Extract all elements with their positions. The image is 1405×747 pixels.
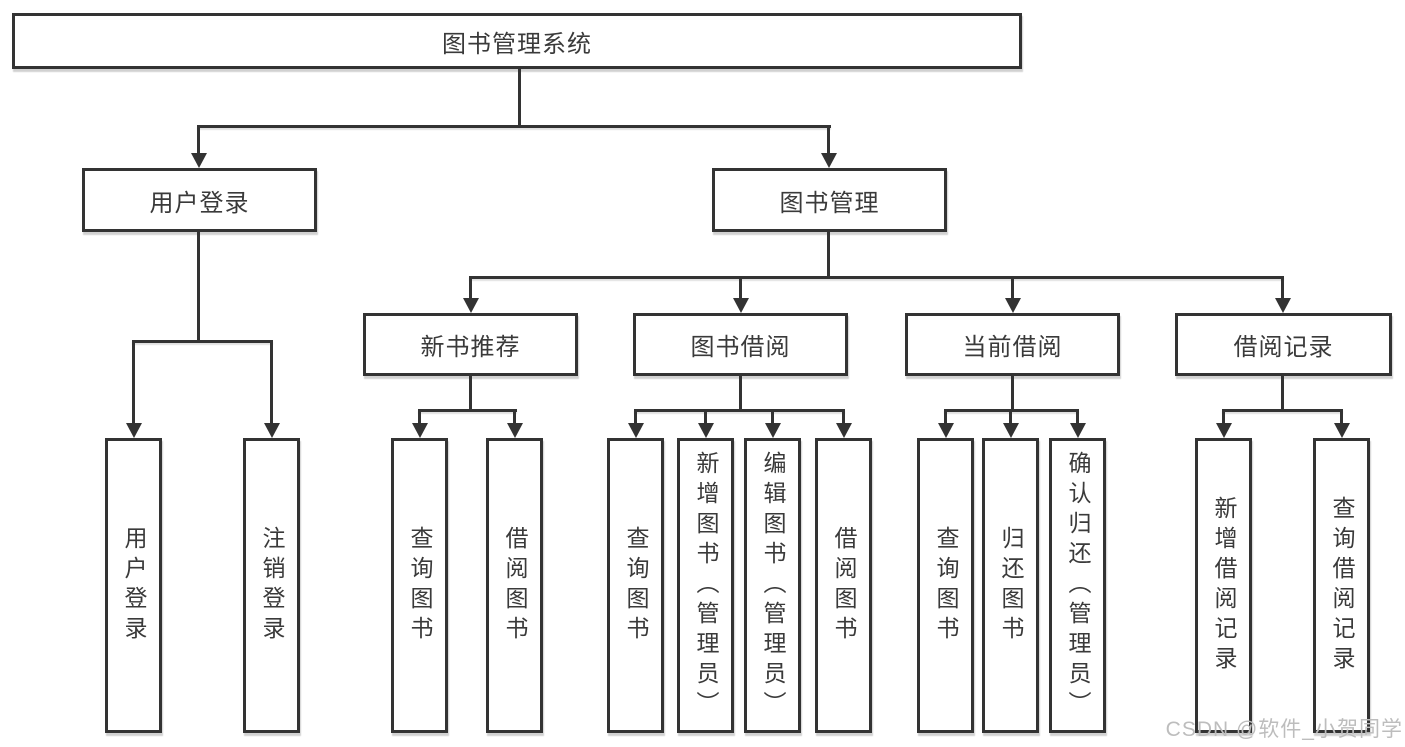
connector-user-login-stem	[197, 232, 200, 340]
connector-book-borrow-stem	[739, 376, 742, 409]
connector-book-management-stem	[827, 232, 830, 276]
leaf-nb-query-books-label: 查询图书	[407, 525, 433, 646]
leaf-nb-borrow-books-label: 借阅图书	[502, 525, 528, 646]
connector-leaf	[634, 409, 637, 423]
arrow-down-icon	[938, 423, 954, 438]
leaf-user-login-label: 用户登录	[121, 525, 147, 646]
leaf-bb-query-books-label: 查询图书	[623, 525, 649, 646]
leaf-nb-query-books: 查询图书	[391, 438, 448, 733]
arrow-down-icon	[836, 423, 852, 438]
arrow-down-icon	[698, 423, 714, 438]
leaf-cb-return-books-label: 归还图书	[998, 525, 1024, 646]
connector-leaf	[513, 409, 516, 423]
connector-to-borrow-records	[1281, 276, 1284, 298]
connector-leaf	[1076, 409, 1079, 423]
leaf-cb-return-books: 归还图书	[982, 438, 1039, 733]
leaf-bb-borrow-books-label: 借阅图书	[831, 525, 857, 646]
connector-to-user-login	[197, 125, 200, 153]
node-book-borrowing: 图书借阅	[633, 313, 848, 376]
leaf-cb-confirm-return-admin-label: 确认归还（管理员）	[1065, 450, 1091, 721]
leaf-bb-borrow-books: 借阅图书	[815, 438, 872, 733]
arrow-down-icon	[1070, 423, 1086, 438]
node-user-login: 用户登录	[82, 168, 317, 232]
connector-borrow-records-rail	[1222, 409, 1343, 412]
node-current-borrowing-label: 当前借阅	[962, 334, 1063, 361]
leaf-bb-query-books: 查询图书	[607, 438, 664, 733]
connector-borrow-records-stem	[1281, 376, 1284, 409]
leaf-cb-query-books: 查询图书	[917, 438, 974, 733]
connector-new-book-rail	[418, 409, 517, 412]
leaf-br-query-record-label: 查询借阅记录	[1329, 495, 1355, 676]
connector-book-borrow-rail	[634, 409, 845, 412]
connector-root-stem	[518, 68, 521, 125]
arrow-down-icon	[765, 423, 781, 438]
leaf-br-add-record-label: 新增借阅记录	[1211, 495, 1237, 676]
arrow-down-icon	[1003, 423, 1019, 438]
arrow-down-icon	[1275, 298, 1291, 313]
node-library-system-label: 图书管理系统	[442, 30, 592, 58]
arrow-down-icon	[1005, 298, 1021, 313]
connector-leaf	[1340, 409, 1343, 423]
node-new-book-recommend: 新书推荐	[363, 313, 578, 376]
connector-to-leaf-user-login	[132, 340, 135, 423]
arrow-down-icon	[1334, 423, 1350, 438]
arrow-down-icon	[463, 298, 479, 313]
connector-to-new-book	[469, 276, 472, 298]
arrow-down-icon	[191, 153, 207, 168]
leaf-cb-confirm-return-admin: 确认归还（管理员）	[1049, 438, 1106, 733]
node-book-borrowing-label: 图书借阅	[690, 334, 791, 361]
connector-leaf	[704, 409, 707, 423]
csdn-watermark: CSDN @软件_小贺同学	[1165, 718, 1403, 741]
node-borrow-records-label: 借阅记录	[1233, 334, 1334, 361]
leaf-bb-edit-books-admin-label: 编辑图书（管理员）	[760, 450, 786, 721]
node-borrow-records: 借阅记录	[1175, 313, 1392, 376]
connector-leaf	[842, 409, 845, 423]
connector-leaf	[1009, 409, 1012, 423]
connector-level3-rail	[469, 276, 1284, 279]
arrow-down-icon	[628, 423, 644, 438]
leaf-logout-label: 注销登录	[259, 525, 285, 646]
connector-to-book-borrow	[739, 276, 742, 298]
connector-to-book-management	[827, 125, 830, 153]
leaf-cb-query-books-label: 查询图书	[933, 525, 959, 646]
arrow-down-icon	[1216, 423, 1232, 438]
node-new-book-recommend-label: 新书推荐	[420, 334, 521, 361]
node-book-management: 图书管理	[712, 168, 947, 232]
connector-leaf	[418, 409, 421, 423]
arrow-down-icon	[264, 423, 280, 438]
node-library-system: 图书管理系统	[12, 13, 1022, 69]
leaf-logout: 注销登录	[243, 438, 300, 733]
node-book-management-label: 图书管理	[779, 189, 880, 217]
arrow-down-icon	[126, 423, 142, 438]
connector-leaf	[771, 409, 774, 423]
arrow-down-icon	[507, 423, 523, 438]
connector-leaf	[944, 409, 947, 423]
leaf-bb-add-books-admin: 新增图书（管理员）	[677, 438, 734, 733]
arrow-down-icon	[821, 153, 837, 168]
leaf-br-query-record: 查询借阅记录	[1313, 438, 1370, 733]
node-current-borrowing: 当前借阅	[905, 313, 1120, 376]
leaf-bb-edit-books-admin: 编辑图书（管理员）	[744, 438, 801, 733]
connector-user-login-rail	[132, 340, 273, 343]
leaf-br-add-record: 新增借阅记录	[1195, 438, 1252, 733]
connector-leaf	[1222, 409, 1225, 423]
arrow-down-icon	[412, 423, 428, 438]
leaf-bb-add-books-admin-label: 新增图书（管理员）	[693, 450, 719, 721]
connector-new-book-stem	[469, 376, 472, 409]
connector-level2-rail	[197, 125, 831, 128]
connector-to-current-borrow	[1011, 276, 1014, 298]
arrow-down-icon	[733, 298, 749, 313]
leaf-user-login: 用户登录	[105, 438, 162, 733]
node-user-login-label: 用户登录	[149, 189, 250, 217]
connector-to-leaf-logout	[270, 340, 273, 423]
connector-current-borrow-stem	[1011, 376, 1014, 409]
leaf-nb-borrow-books: 借阅图书	[486, 438, 543, 733]
